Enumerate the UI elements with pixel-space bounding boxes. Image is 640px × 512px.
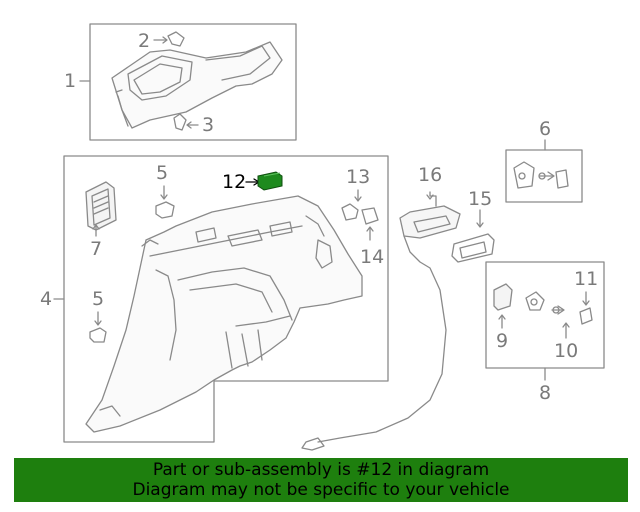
part-14-retainer	[361, 207, 379, 241]
part-13-bolt	[341, 189, 362, 221]
callout-3: 3	[202, 114, 215, 136]
part-4-quarter-trim-panel	[85, 195, 363, 433]
callout-16: 16	[418, 164, 443, 186]
callout-9: 9	[496, 330, 509, 352]
part-12-highlighted	[257, 171, 283, 191]
callout-14: 14	[360, 246, 385, 268]
callout-6: 6	[539, 118, 552, 140]
footer-line-1: Part or sub-assembly is #12 in diagram	[152, 460, 490, 480]
part-3-clip	[173, 113, 199, 131]
part-15-bezel	[451, 209, 495, 263]
callout-10: 10	[554, 340, 579, 362]
part-7-pad	[85, 181, 117, 237]
part-5-clip-lower	[89, 311, 107, 343]
part-16-handle-assembly	[301, 191, 461, 451]
callout-4: 4	[40, 288, 53, 310]
footer-line-2: Diagram may not be specific to your vehi…	[132, 480, 510, 500]
part-8-bracket	[525, 291, 545, 311]
part-1-group-box	[89, 23, 297, 141]
callout-13: 13	[346, 166, 371, 188]
part-6-group-box	[505, 149, 583, 203]
callout-7: 7	[90, 238, 103, 260]
part-4-group-box	[63, 155, 389, 443]
callout-1: 1	[64, 70, 77, 92]
part-6-components	[513, 161, 569, 189]
callout-5-upper: 5	[156, 162, 169, 184]
part-5-clip-upper	[155, 185, 175, 219]
callout-15: 15	[468, 188, 493, 210]
part-10-screw	[551, 305, 570, 339]
callout-2: 2	[138, 30, 151, 52]
callout-8: 8	[539, 382, 552, 404]
footer-banner: Part or sub-assembly is #12 in diagram D…	[14, 458, 628, 502]
callout-12: 12	[222, 171, 247, 193]
callout-5-lower: 5	[92, 288, 105, 310]
part-1-upper-trim-panel	[111, 41, 283, 129]
part-2-clip	[153, 31, 185, 47]
part-11-nut	[579, 291, 593, 325]
part-9-cover	[493, 283, 513, 329]
callout-11: 11	[574, 268, 599, 290]
exploded-parts-diagram	[53, 23, 605, 451]
